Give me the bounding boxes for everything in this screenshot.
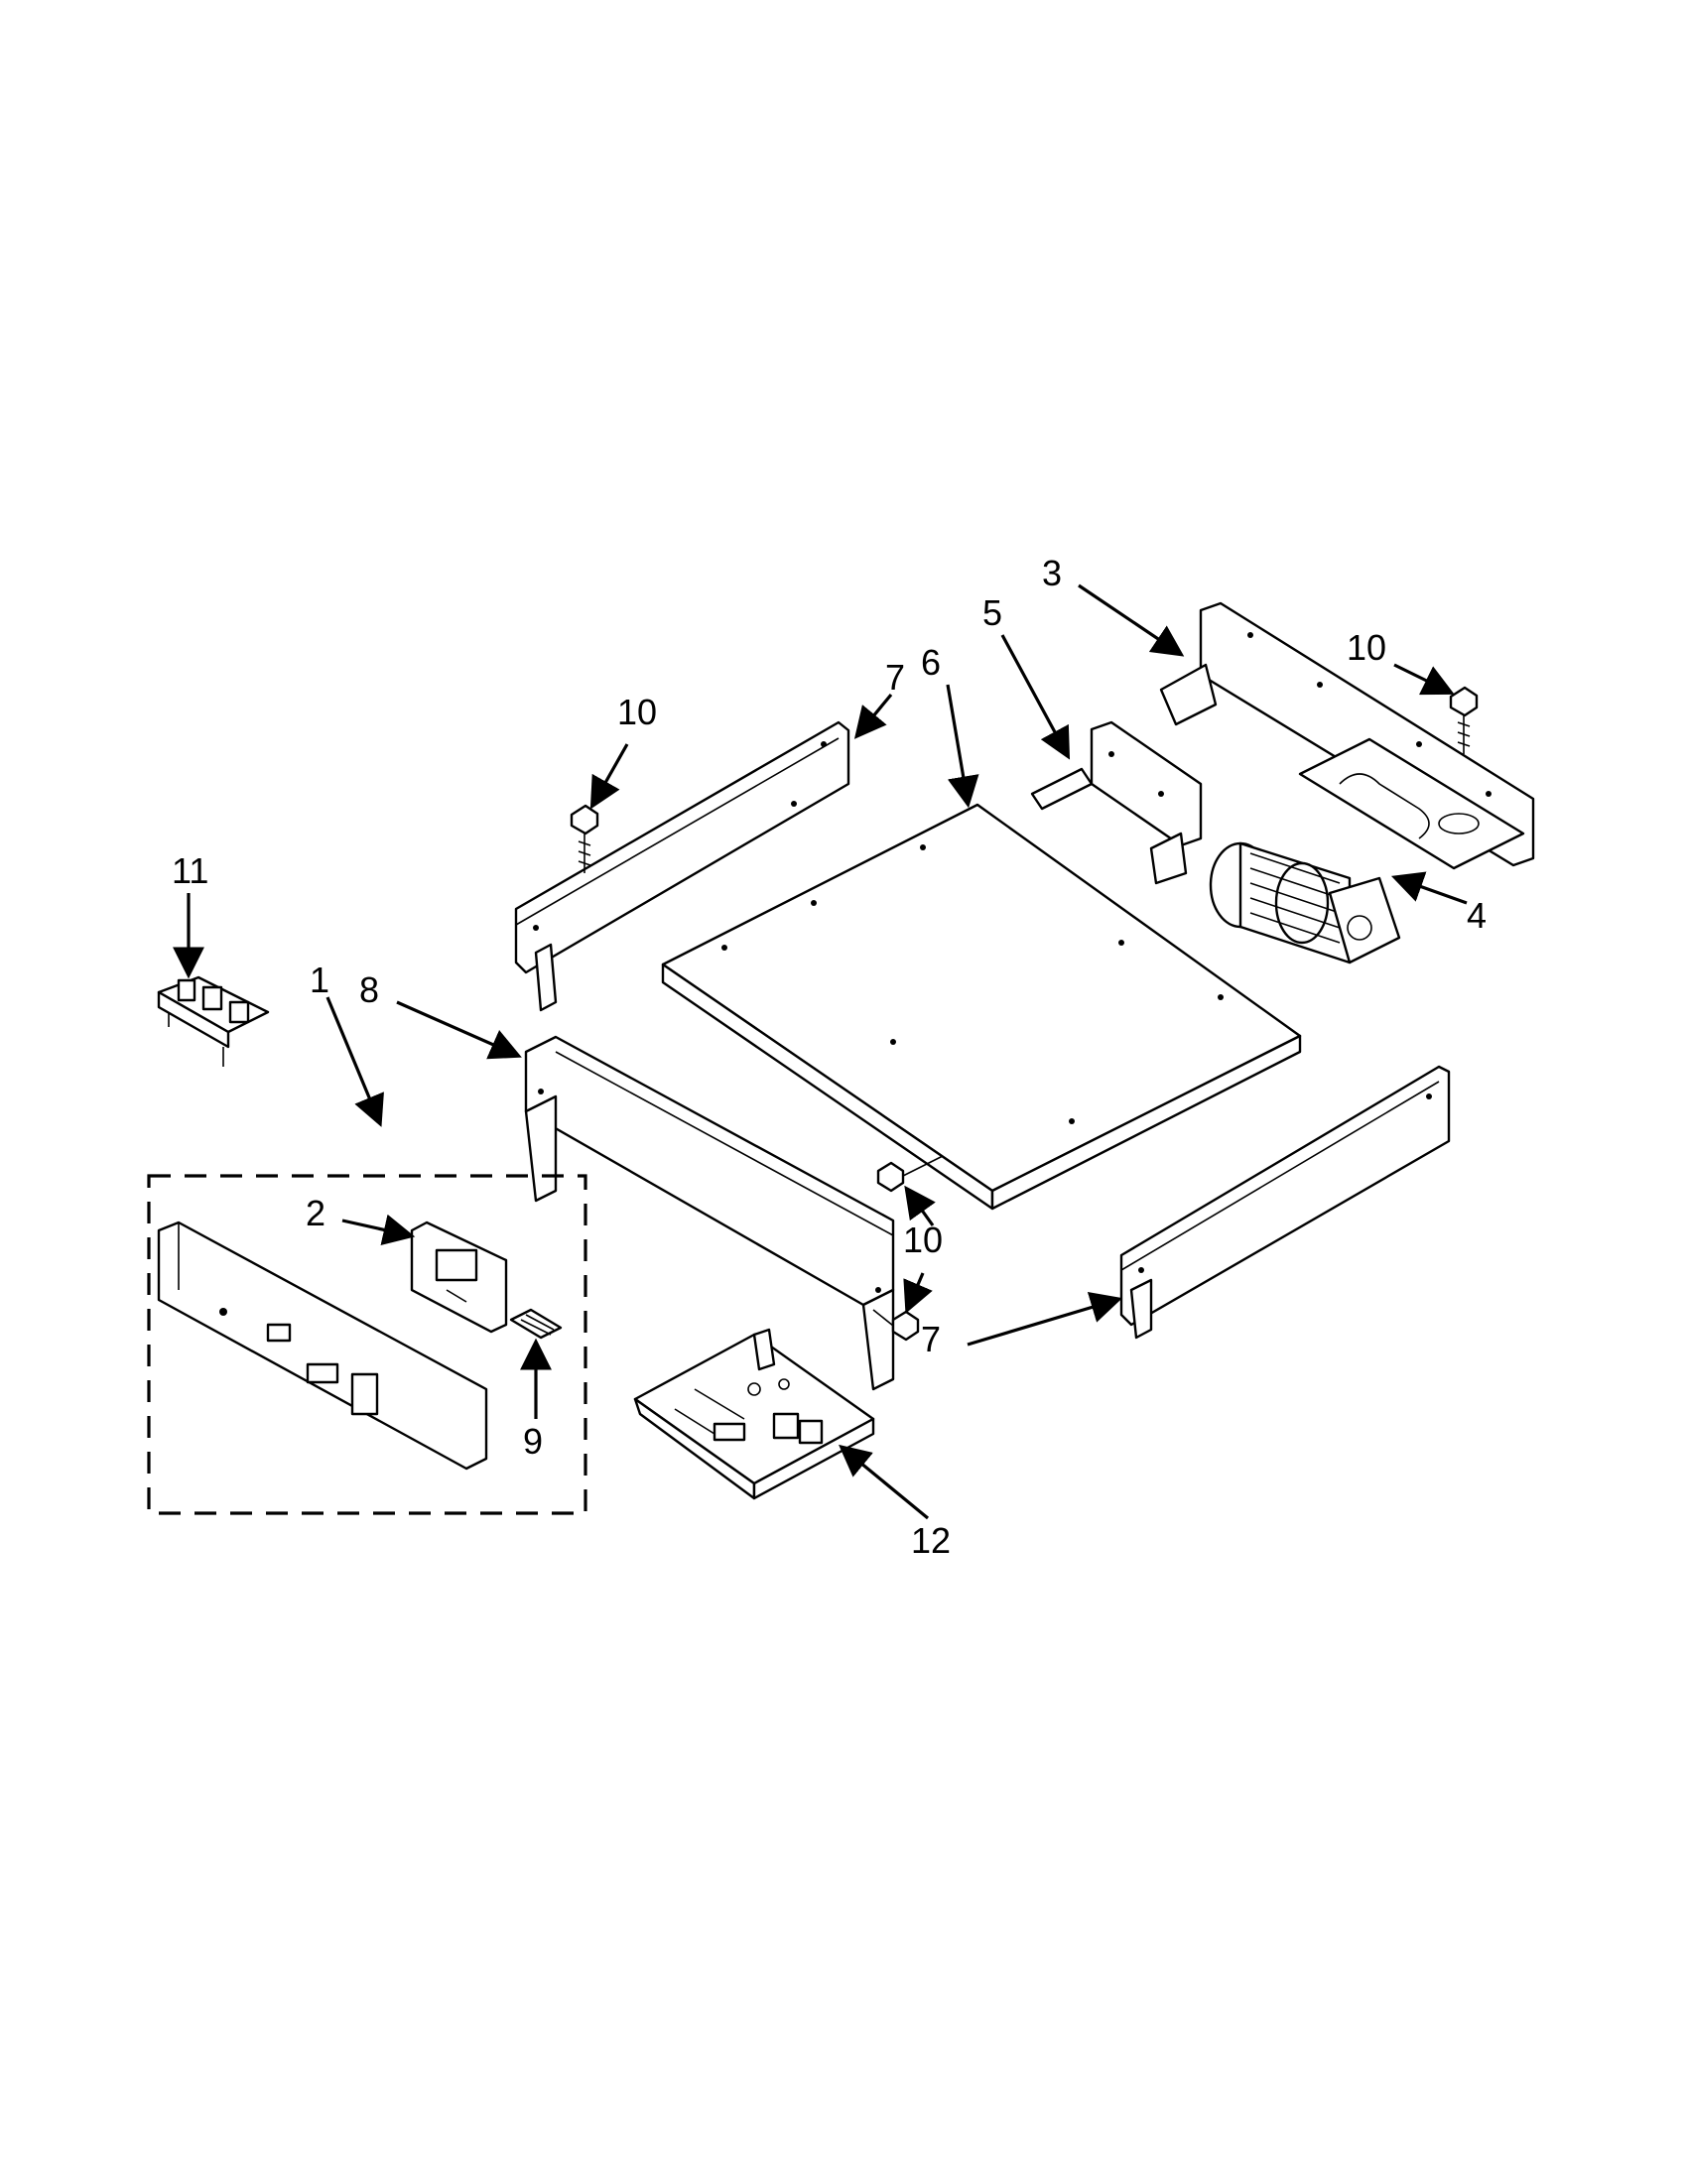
leader-lines (173, 583, 1468, 1520)
assembly-group-box-part-1 (147, 1174, 587, 1515)
side-rail-part-7-rear (514, 720, 850, 1012)
callout-7-rear: 7 (885, 657, 905, 698)
callout-7-front: 7 (921, 1319, 941, 1359)
callout-3: 3 (1042, 553, 1062, 593)
screw-part-10-middle (876, 1155, 944, 1193)
callout-10-left: 10 (617, 692, 657, 732)
front-rail-part-8 (524, 1035, 895, 1391)
top-panel-part-6 (661, 803, 1302, 1211)
keypad-part-9 (509, 1308, 563, 1340)
callout-10-right: 10 (1347, 627, 1386, 668)
callout-10-middle: 10 (903, 1220, 943, 1260)
fan-bracket-part-5 (1030, 720, 1203, 885)
screw-part-10-left (570, 804, 599, 873)
bracket-part-2 (410, 1220, 508, 1334)
module-part-11 (157, 975, 270, 1067)
callout-2: 2 (306, 1193, 325, 1233)
callout-8: 8 (359, 969, 379, 1010)
rear-bracket-part-3 (1159, 601, 1535, 870)
callout-6: 6 (921, 642, 941, 683)
callout-5: 5 (982, 592, 1002, 633)
callout-12: 12 (911, 1520, 951, 1561)
callout-4: 4 (1467, 895, 1487, 936)
callout-11: 11 (172, 850, 208, 891)
blower-fan-part-4 (1209, 841, 1401, 964)
callout-1: 1 (310, 960, 329, 1000)
control-panel-part-1 (157, 1220, 488, 1471)
callout-9: 9 (523, 1421, 543, 1462)
screw-part-10-right (1449, 686, 1479, 754)
control-tray-part-12 (633, 1328, 875, 1500)
side-rail-part-7-right (1119, 1065, 1451, 1340)
